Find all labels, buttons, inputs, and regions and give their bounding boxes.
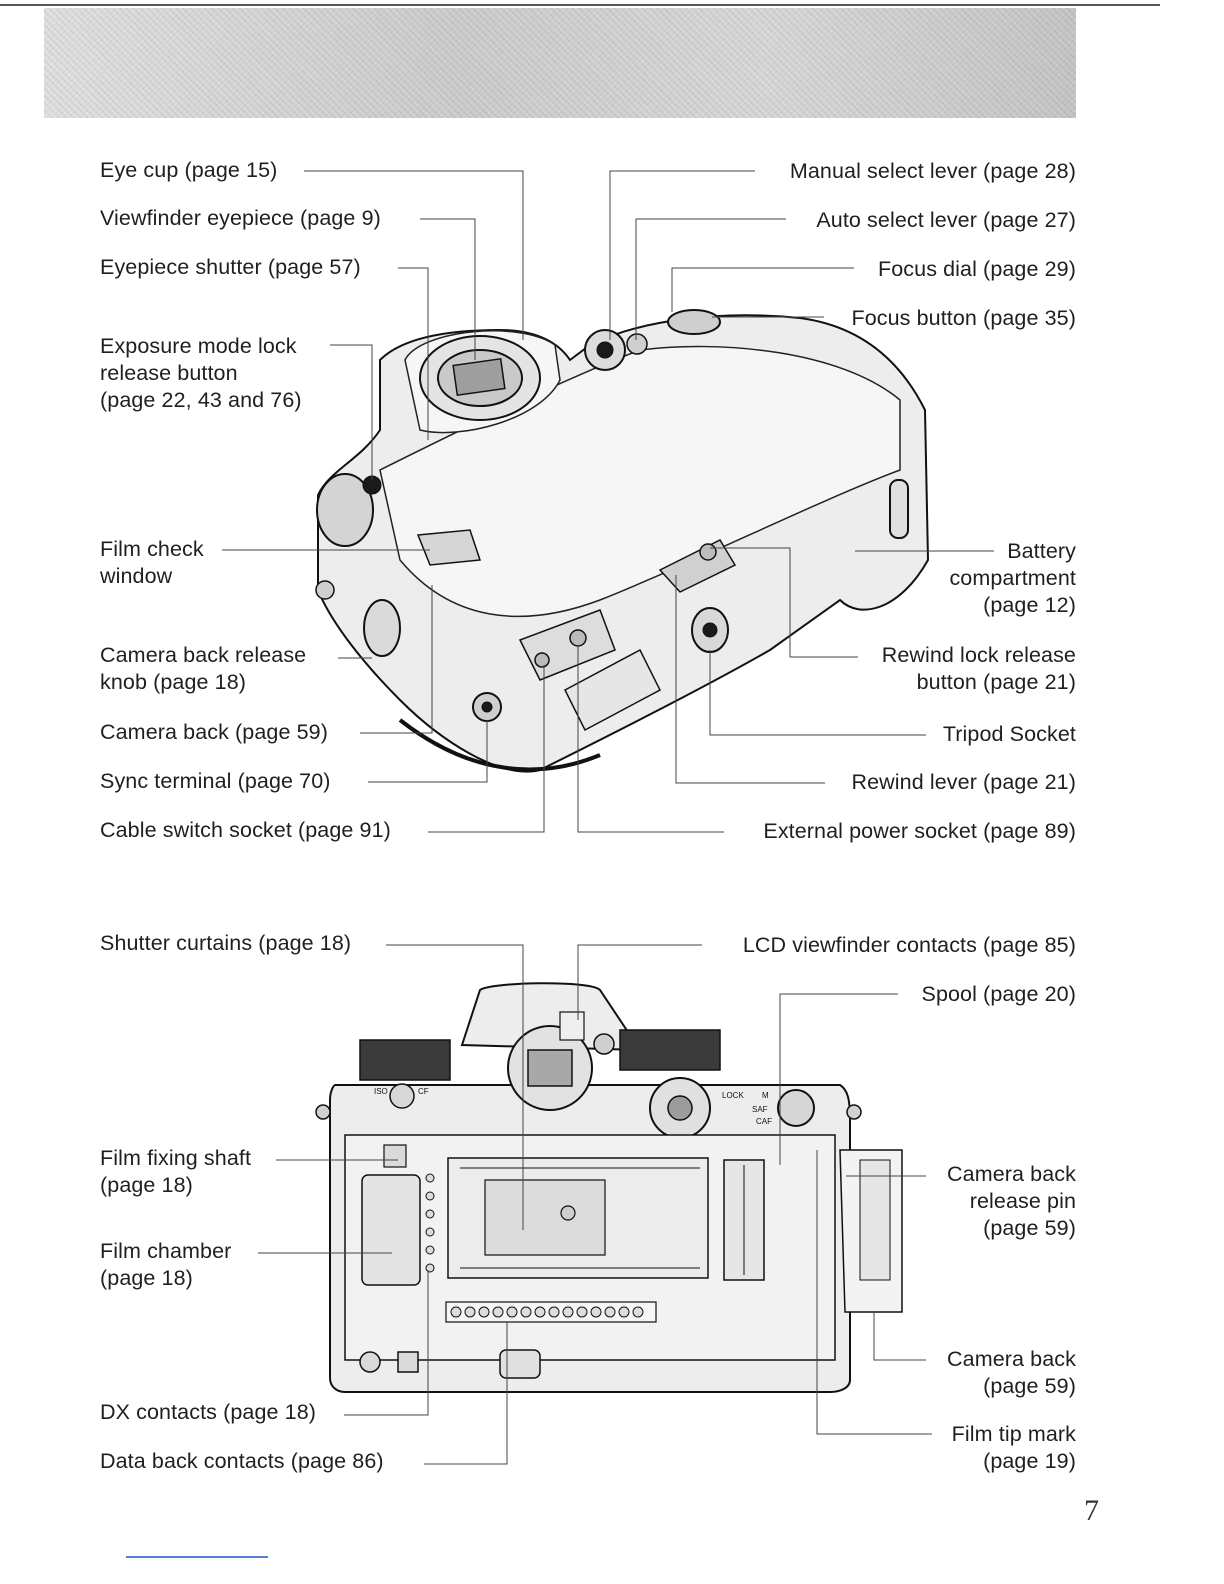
- bottom-left-leader-lines: [258, 944, 524, 1465]
- label-camera-back-bottom: Camera back (page 59): [947, 1347, 1076, 1398]
- bottom-rule: [126, 1556, 268, 1558]
- label-auto-select-lever: Auto select lever (page 27): [816, 208, 1076, 232]
- label-film-tip-mark: Film tip mark (page 19): [951, 1422, 1076, 1473]
- label-eye-cup: Eye cup (page 15): [100, 158, 278, 182]
- label-manual-select-lever: Manual select lever (page 28): [789, 159, 1076, 183]
- lock-marking: LOCK: [722, 1091, 744, 1100]
- top-right-leader-lines: [577, 170, 994, 833]
- label-dx-contacts: DX contacts (page 18): [100, 1400, 317, 1424]
- page-number: 7: [1084, 1494, 1099, 1527]
- label-rewind-lever: Rewind lever (page 21): [851, 770, 1076, 794]
- bottom-camera-illustration: ISO CF LOCK M SAF CAF: [315, 982, 903, 1393]
- label-eyepiece-shutter: Eyepiece shutter (page 57): [100, 255, 361, 279]
- label-tripod-socket: Tripod Socket: [942, 722, 1076, 746]
- label-film-chamber: Film chamber (page 18): [100, 1239, 232, 1290]
- cf-marking: CF: [418, 1087, 429, 1096]
- label-spool: Spool (page 20): [921, 982, 1076, 1006]
- label-data-back-contacts: Data back contacts (page 86): [100, 1449, 384, 1473]
- top-left-leader-lines: [222, 170, 545, 833]
- label-sync-terminal: Sync terminal (page 70): [100, 769, 331, 793]
- label-rewind-lock-release: Rewind lock release button (page 21): [881, 643, 1076, 694]
- label-camera-back-release-pin: Camera back release pin (page 59): [947, 1162, 1076, 1240]
- label-focus-dial: Focus dial (page 29): [878, 257, 1076, 281]
- label-film-fixing-shaft: Film fixing shaft (page 18): [100, 1146, 252, 1197]
- label-lcd-viewfinder-contacts: LCD viewfinder contacts (page 85): [742, 933, 1076, 957]
- label-cable-switch-socket: Cable switch socket (page 91): [100, 818, 391, 842]
- m-marking: M: [762, 1091, 769, 1100]
- saf-marking: SAF: [752, 1105, 768, 1114]
- label-camera-back-release-knob: Camera back release knob (page 18): [100, 643, 307, 694]
- caf-marking: CAF: [756, 1117, 772, 1126]
- iso-marking: ISO: [374, 1087, 388, 1096]
- header-band: [44, 8, 1076, 118]
- bottom-right-leader-lines: [577, 944, 932, 1435]
- label-camera-back-top: Camera back (page 59): [100, 720, 328, 744]
- top-camera-illustration: [315, 309, 930, 773]
- top-rule: [0, 4, 1160, 6]
- label-external-power-socket: External power socket (page 89): [763, 819, 1076, 843]
- label-exposure-mode-lock: Exposure mode lock release button (page …: [100, 334, 302, 412]
- label-shutter-curtains: Shutter curtains (page 18): [100, 931, 352, 955]
- label-battery-compartment: Battery compartment (page 12): [949, 539, 1076, 617]
- label-film-check-window: Film check window: [100, 537, 204, 588]
- label-viewfinder-eyepiece: Viewfinder eyepiece (page 9): [100, 206, 381, 230]
- label-focus-button: Focus button (page 35): [851, 306, 1076, 330]
